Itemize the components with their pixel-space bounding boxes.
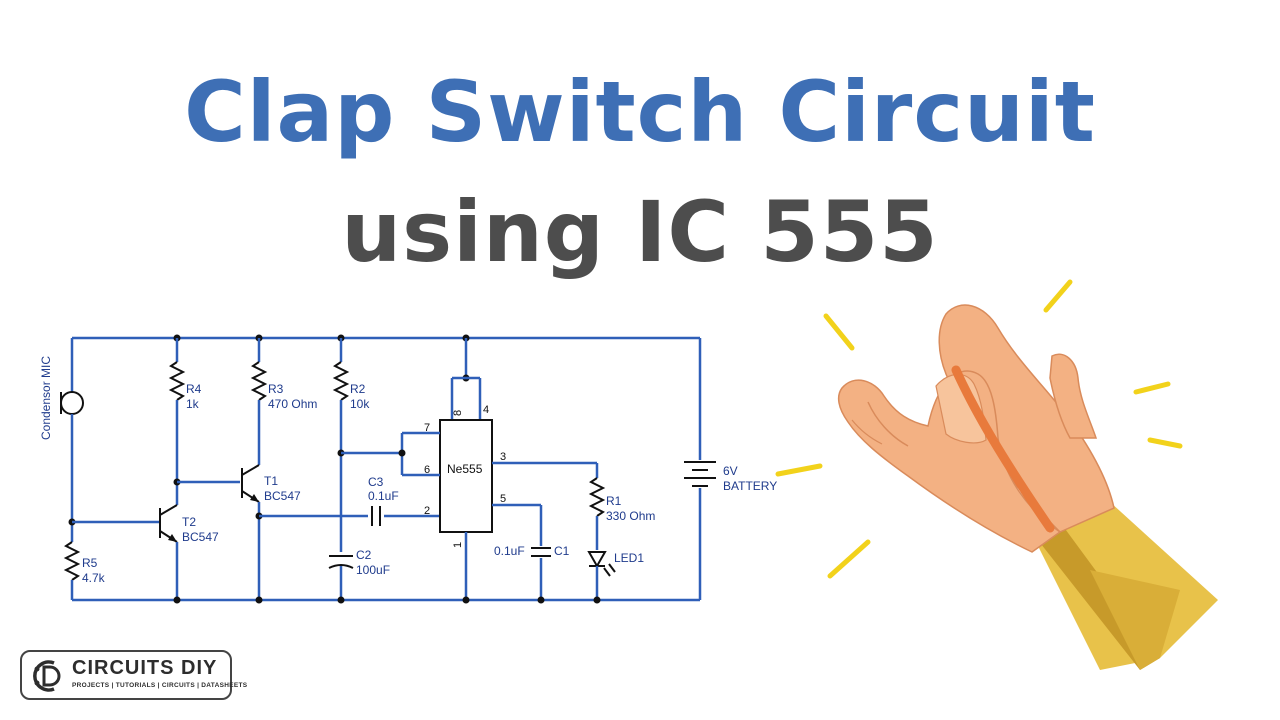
ic-555 [439,419,493,533]
title-line-2: using IC 555 [341,183,939,281]
resistor-r1 [588,477,606,517]
led-symbol [587,551,616,577]
r3-name: R3 [268,382,284,396]
capacitor-c2 [328,555,354,569]
r5-name: R5 [82,556,98,570]
r4-name: R4 [186,382,202,396]
r1-value: 330 Ohm [606,509,655,523]
resistor-r3 [250,361,268,401]
clapping-hands-icon [775,279,1218,670]
logo-tagline: PROJECTS | TUTORIALS | CIRCUITS | DATASH… [72,682,248,689]
led-label: LED1 [614,551,644,565]
circuits-diy-logo-icon [33,660,61,692]
r5-value: 4.7k [82,571,106,585]
capacitor-c3 [371,506,381,526]
title-line-1: Clap Switch Circuit [184,63,1096,161]
transistor-t2 [159,504,178,543]
c1-value: 0.1uF [494,544,525,558]
r3-value: 470 Ohm [268,397,317,411]
r2-name: R2 [350,382,366,396]
t1-value: BC547 [264,489,301,503]
pin-8: 8 [452,410,464,416]
resistor-r2 [332,361,350,401]
t2-value: BC547 [182,530,219,544]
c3-value: 0.1uF [368,489,399,503]
pin-1: 1 [452,542,464,548]
circuits-diy-logo: CIRCUITS DIY PROJECTS | TUTORIALS | CIRC… [20,650,247,700]
c1-name: C1 [554,544,570,558]
r2-value: 10k [350,397,370,411]
mic-label: Condensor MIC [39,356,53,440]
circuit-schematic: Condensor MIC R4 1k R3 470 Ohm R2 10k R5… [39,334,777,604]
microphone-symbol [60,391,84,415]
c3-name: C3 [368,475,384,489]
pin-2: 2 [424,505,430,517]
transistor-t1 [241,464,260,503]
pin-3: 3 [500,451,506,463]
capacitor-c1 [531,547,551,557]
battery-voltage: 6V [723,464,738,478]
c2-value: 100uF [356,563,390,577]
resistor-r5 [63,541,81,581]
spark-lines [775,279,1183,579]
t2-name: T2 [182,515,196,529]
battery-symbol [684,461,716,487]
pin-4: 4 [483,404,489,416]
c2-name: C2 [356,548,372,562]
battery-label: BATTERY [723,479,777,493]
pin-5: 5 [500,493,506,505]
logo-name: CIRCUITS DIY [72,657,218,679]
r1-name: R1 [606,494,622,508]
pin-7: 7 [424,422,430,434]
pin-6: 6 [424,464,430,476]
resistor-r4 [168,361,186,401]
r4-value: 1k [186,397,200,411]
ic-label: Ne555 [447,462,483,476]
t1-name: T1 [264,474,278,488]
